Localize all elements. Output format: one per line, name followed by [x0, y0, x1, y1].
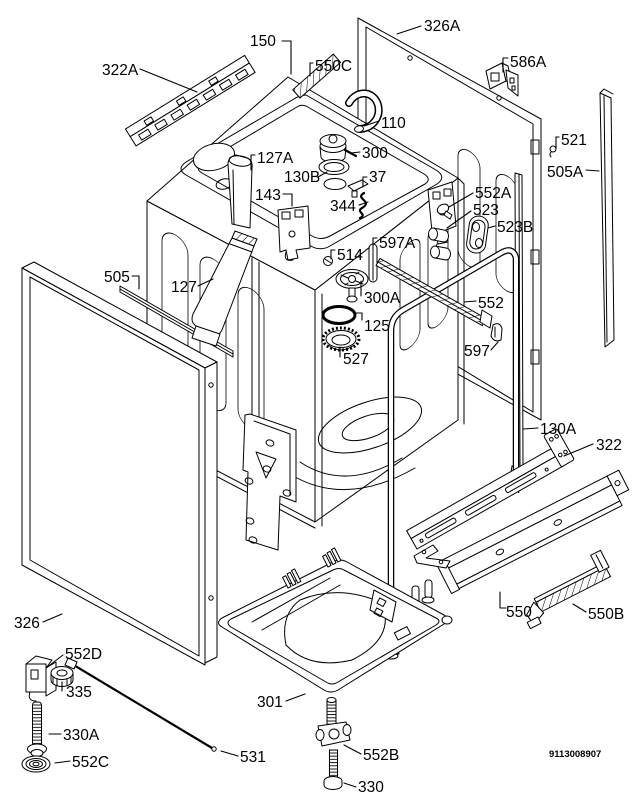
valve-body-300a: [335, 269, 369, 303]
z-bracket: [413, 544, 451, 569]
callout-552A: 552A: [475, 185, 512, 202]
sump-collar-527: [321, 326, 361, 352]
screw-514: [323, 256, 333, 266]
callout-523: 523: [473, 202, 499, 219]
screw-330a: [27, 701, 47, 757]
callout-550C: 550C: [315, 58, 352, 75]
callout-326: 326: [14, 615, 40, 632]
pin-521: [549, 145, 557, 158]
callout-514: 514: [337, 247, 363, 264]
rod-531: [64, 657, 217, 752]
callout-505A: 505A: [547, 164, 584, 181]
callout-330: 330: [358, 779, 384, 796]
callout-505: 505: [104, 269, 130, 286]
callout-300A: 300A: [364, 290, 401, 307]
plate-523b: [466, 215, 489, 254]
callout-37: 37: [369, 169, 386, 186]
rail-322: [406, 428, 575, 550]
latch-bracket-143: [277, 205, 311, 261]
screw-552a: [436, 203, 453, 220]
callout-550: 550: [506, 604, 532, 621]
air-duct-upper-127a: [227, 154, 253, 229]
callout-531: 531: [240, 749, 266, 766]
callout-110: 110: [381, 115, 406, 132]
callout-130A: 130A: [540, 421, 577, 438]
rail-end-bracket: [479, 309, 493, 329]
callout-552D: 552D: [65, 646, 102, 663]
callout-550B: 550B: [588, 606, 624, 623]
callout-labels: 322A 150 326A 586A 550C 110 300 127A 130…: [14, 18, 624, 796]
rail-550b: [526, 549, 612, 630]
callout-552B: 552B: [363, 747, 399, 764]
o-ring-125: [321, 305, 357, 325]
foot-screw-330: [323, 749, 343, 790]
callout-335: 335: [66, 684, 92, 701]
callout-597: 597: [464, 343, 490, 360]
foam-strip-550c: [292, 53, 342, 99]
callout-127: 127: [171, 279, 197, 296]
callout-326A: 326A: [424, 18, 461, 35]
hinge-plate: [242, 413, 297, 551]
callout-527: 527: [343, 351, 369, 368]
strip-505a: [599, 88, 615, 348]
callout-125: 125: [364, 318, 390, 335]
clip-597: [490, 323, 503, 342]
callout-322A: 322A: [102, 62, 139, 79]
spacers-523: [428, 227, 451, 261]
wire-clamp-344: [358, 191, 368, 220]
callout-130B: 130B: [284, 169, 320, 186]
door-panel-326: [21, 261, 218, 666]
bracket-586a: [485, 62, 519, 97]
callout-521: 521: [561, 132, 587, 149]
base-rail-550: [436, 469, 630, 595]
seal-ring-130b: [318, 159, 350, 190]
callout-552: 552: [478, 295, 504, 312]
callout-150: 150: [250, 33, 276, 50]
document-number: 9113008907: [549, 749, 601, 760]
rail-322a: [124, 54, 256, 147]
air-duct-lower-127: [191, 230, 258, 347]
foot-mount-552b: [315, 697, 352, 747]
washer-552c: [21, 755, 51, 773]
strip-597a: [368, 243, 378, 283]
callout-523B: 523B: [497, 219, 533, 236]
callout-322: 322: [596, 437, 622, 454]
hose-110: [345, 89, 383, 133]
callout-552C: 552C: [72, 754, 109, 771]
callout-344: 344: [330, 198, 356, 215]
callout-143: 143: [255, 187, 281, 204]
base-plate-301: [218, 547, 453, 693]
callout-300: 300: [362, 145, 388, 162]
callout-586A: 586A: [510, 54, 547, 71]
callout-127A: 127A: [257, 150, 294, 167]
callout-597A: 597A: [379, 235, 416, 252]
leader-lines: [42, 25, 600, 788]
callout-301: 301: [257, 694, 283, 711]
callout-330A: 330A: [63, 727, 100, 744]
